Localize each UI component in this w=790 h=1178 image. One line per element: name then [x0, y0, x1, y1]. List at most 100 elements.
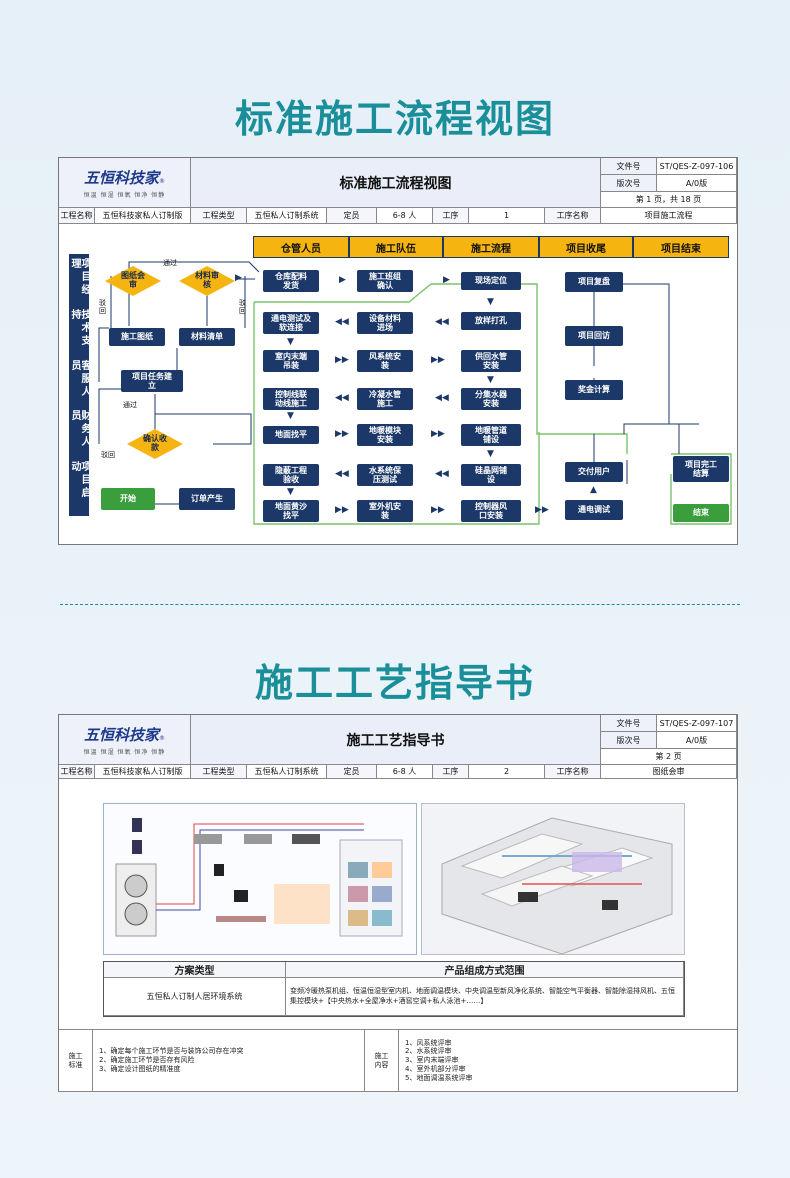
step-name-value: 项目施工流程 [601, 208, 737, 224]
arrow-left-icon: ◀◀ [335, 317, 349, 327]
box-project-review: 项目复盘 [565, 272, 623, 292]
box-indoor-unit: 室内末端吊装 [263, 350, 319, 372]
diamond-confirm-payment: 确认收款 [127, 429, 183, 459]
file-no: ST/QES-Z-097-107 [657, 715, 737, 732]
version-label: 版次号 [601, 175, 657, 192]
company-logo: 五恒科技家® 恒温 恒湿 恒氧 恒净 恒静 [59, 158, 191, 208]
arrow-down-icon: ▼ [487, 375, 494, 385]
arrow-right-icon: ▶▶ [335, 355, 349, 365]
arrow-left-icon: ◀◀ [435, 393, 449, 403]
version-label: 版次号 [601, 732, 657, 749]
arrow-down-icon: ▼ [487, 297, 494, 307]
section2-heading: 施工工艺指导书 [254, 661, 535, 705]
box-condensate-pipe: 冷凝水管施工 [357, 388, 413, 410]
project-name: 五恒科技家私人订制版 [95, 208, 191, 224]
step-value: 2 [469, 765, 545, 779]
box-construction-drawing: 施工图纸 [109, 328, 165, 346]
step-value: 1 [469, 208, 545, 224]
scope-value: 变频冷暖热泵机组、恒温恒湿型室内机、地面调温模块、中央调温型新风净化系统、智能空… [286, 978, 684, 1016]
box-power-test: 通电测试及软连接 [263, 312, 319, 334]
box-outdoor-unit: 室外机安装 [357, 500, 413, 522]
arrow-right-icon: ▶▶ [535, 505, 549, 515]
scheme-type-header: 方案类型 [104, 962, 286, 978]
role-project-start: 项目启动 [69, 461, 90, 501]
render-drawing [441, 817, 673, 955]
label-pass-top: 通过 [163, 259, 177, 267]
logo-text: 五恒科技家 [83, 725, 159, 744]
logo-text: 五恒科技家 [83, 168, 159, 187]
content-item: 2、水系统评审 [405, 1047, 452, 1056]
type-label: 工程类型 [191, 208, 247, 224]
box-water-pressure: 水系统保压测试 [357, 464, 413, 486]
arrow-right-icon: ▶ [235, 273, 242, 283]
company-logo: 五恒科技家® 恒温 恒湿 恒氧 恒净 恒静 [59, 715, 191, 765]
header-warehouse: 仓管人员 [253, 236, 349, 258]
label-reject-right: 驳回 [239, 299, 246, 315]
type-value: 五恒私人订制系统 [247, 208, 327, 224]
header-end: 项目结束 [633, 236, 729, 258]
content-item: 1、风系统评审 [405, 1038, 452, 1047]
standard-item: 2、确定施工环节是否存有风险 [99, 1056, 195, 1065]
header-closing: 项目收尾 [539, 236, 633, 258]
flow-diagram: 项目经理 技术支持 客服人员 财务人员 项目启动 仓管人员 施工队伍 施工流程 … [59, 224, 737, 544]
project-name: 五恒科技家私人订制版 [95, 765, 191, 779]
arrow-down-icon: ▼ [287, 487, 294, 497]
staff-label: 定员 [327, 765, 377, 779]
scheme-type-value: 五恒私人订制人居环境系统 [104, 978, 286, 1016]
box-silicon-mesh: 硅晶网铺设 [461, 464, 521, 486]
box-floor-level: 地面找平 [263, 426, 319, 444]
step-label: 工序 [433, 765, 469, 779]
box-equipment-arrival: 设备材料进场 [357, 312, 413, 334]
arrow-right-icon: ▶▶ [431, 355, 445, 365]
box-bonus-calc: 奖金计算 [565, 380, 623, 400]
standard-label: 施工标准 [59, 1030, 93, 1092]
arrow-right-icon: ▶▶ [335, 505, 349, 515]
arrow-right-icon: ▶▶ [431, 429, 445, 439]
header-process: 施工流程 [443, 236, 539, 258]
role-column: 项目经理 技术支持 客服人员 财务人员 项目启动 [69, 254, 90, 516]
page-count: 第 2 页 [601, 749, 737, 765]
arrow-right-icon: ▶▶ [431, 505, 445, 515]
project-label: 工程名称 [59, 765, 95, 779]
type-value: 五恒私人订制系统 [247, 765, 327, 779]
arrow-left-icon: ◀◀ [435, 469, 449, 479]
box-deliver-user: 交付用户 [565, 462, 623, 482]
guide-sheet: 五恒科技家® 恒温 恒湿 恒氧 恒净 恒静 施工工艺指导书 文件号 ST/QES… [58, 714, 738, 1092]
role-project-manager: 项目经理 [69, 258, 90, 297]
system-schematic [103, 803, 417, 955]
box-heating-pipe: 地暖管道铺设 [461, 424, 521, 446]
box-team-confirm: 施工班组确认 [357, 270, 413, 292]
arrow-left-icon: ◀◀ [335, 469, 349, 479]
box-project-settlement: 项目完工结算 [673, 456, 729, 482]
step-name-label: 工序名称 [545, 765, 601, 779]
box-control-wiring: 控制线联动线施工 [263, 388, 319, 410]
box-air-system: 风系统安装 [357, 350, 413, 372]
house-3d-render [421, 803, 685, 955]
page-count: 第 1 页，共 18 页 [601, 192, 737, 208]
box-sand-level: 地面黄沙找平 [263, 500, 319, 522]
box-project-revisit: 项目回访 [565, 326, 623, 346]
label-reject-left: 驳回 [99, 299, 106, 315]
box-start: 开始 [101, 488, 155, 510]
arrow-right-icon: ▶ [339, 275, 346, 285]
label-reject-bottom: 驳回 [101, 451, 115, 459]
section-divider [60, 604, 740, 605]
flow-sheet: 五恒科技家® 恒温 恒湿 恒氧 恒净 恒静 标准施工流程视图 文件号 ST/QE… [58, 157, 738, 545]
box-task-setup: 项目任务建立 [121, 370, 183, 392]
arrow-right-icon: ▶ [443, 275, 450, 285]
footer-section: 施工标准 1、确定每个施工环节是否与装饰公司存在冲突 2、确定施工环节是否存有风… [59, 1029, 737, 1092]
version: A/0版 [657, 732, 737, 749]
header-team: 施工队伍 [349, 236, 443, 258]
content-list: 1、风系统评审 2、水系统评审 3、室内末端评审 4、室外机部分评审 5、地面调… [399, 1030, 737, 1092]
schematic-drawing [115, 818, 403, 937]
staff-label: 定员 [327, 208, 377, 224]
arrow-up-icon: ▲ [590, 485, 597, 495]
arrow-down-icon: ▼ [287, 411, 294, 421]
file-no-label: 文件号 [601, 715, 657, 732]
content-item: 3、室内末端评审 [405, 1056, 459, 1065]
label-pass-bottom: 通过 [123, 401, 137, 409]
flow-connectors [98, 261, 732, 525]
file-no-label: 文件号 [601, 158, 657, 175]
type-label: 工程类型 [191, 765, 247, 779]
content-item: 4、室外机部分评审 [405, 1064, 466, 1073]
